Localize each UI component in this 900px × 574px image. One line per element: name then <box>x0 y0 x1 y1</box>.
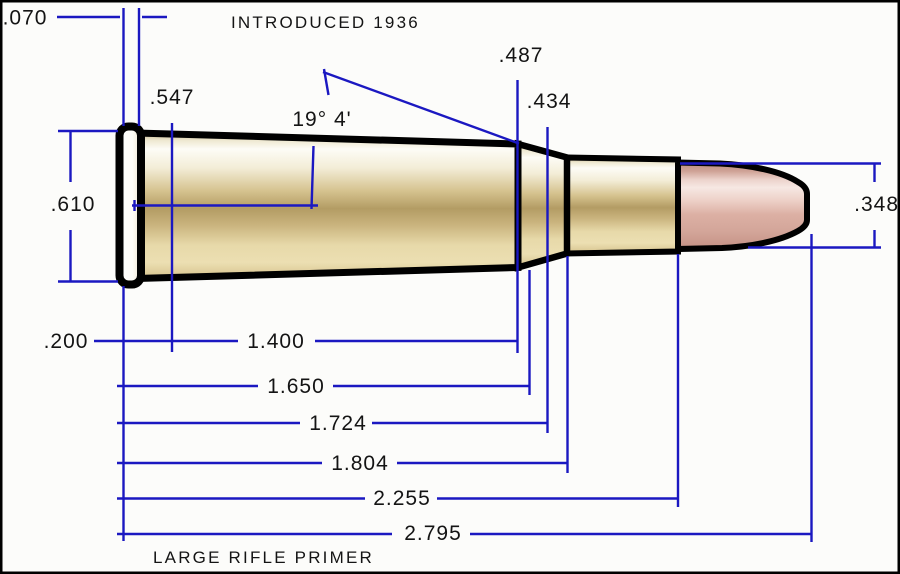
label-shoulder-diameter: .487 <box>499 44 544 67</box>
label-overall-length: 2.795 <box>404 522 462 545</box>
dimension-lines-group <box>57 8 881 542</box>
angle-leader-ray <box>322 70 520 145</box>
note-primer: LARGE RIFLE PRIMER <box>153 548 374 567</box>
angle-vertex-ray <box>310 145 315 210</box>
label-length-to-neck: 1.804 <box>331 452 389 475</box>
case-neck <box>564 154 681 257</box>
label-head-diameter: .547 <box>150 86 195 109</box>
label-rim-diameter: .610 <box>51 193 96 216</box>
bullet <box>674 159 810 253</box>
label-rim-thickness: .070 <box>3 7 48 30</box>
label-length-to-mid-shoulder: 1.724 <box>309 412 367 435</box>
label-bullet-diameter: .348 <box>854 193 899 216</box>
label-case-length: 2.255 <box>373 487 431 510</box>
angle-leader-tick <box>322 68 330 96</box>
case-shoulder <box>514 139 571 272</box>
cartridge-outline-group <box>115 122 810 289</box>
label-shoulder-angle: 19° 4' <box>292 108 351 131</box>
label-rim-to-datum: .200 <box>44 330 89 353</box>
note-introduced: INTRODUCED 1936 <box>231 13 420 32</box>
label-datum-to-shoulder: 1.400 <box>247 330 305 353</box>
labels-group: .070 INTRODUCED 1936 .487 .547 .434 19° … <box>3 7 899 568</box>
label-length-to-shoulder: 1.650 <box>267 375 325 398</box>
label-mid-shoulder-diameter: .434 <box>527 90 572 113</box>
